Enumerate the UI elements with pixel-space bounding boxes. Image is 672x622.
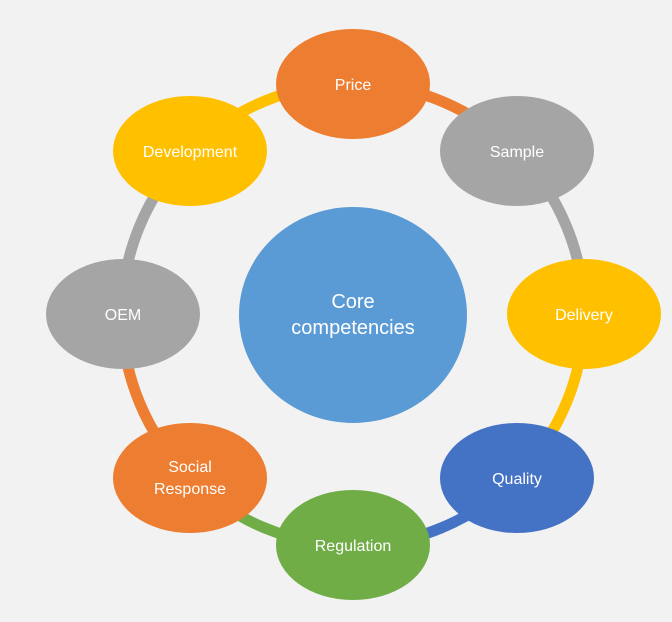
center-ellipse: [239, 207, 467, 423]
node-oem-label: OEM: [105, 307, 141, 324]
node-oem: OEM: [46, 259, 200, 369]
node-sample-ellipse: [440, 96, 594, 206]
node-sample-label: Sample: [490, 144, 544, 161]
node-sample: Sample: [440, 96, 594, 206]
node-regulation-label: Regulation: [315, 538, 392, 555]
center-label-line2: competencies: [291, 317, 414, 339]
node-regulation-ellipse: [276, 490, 430, 600]
node-quality-label: Quality: [492, 471, 542, 488]
node-social-response: Social Response: [113, 423, 267, 533]
node-quality: Quality: [440, 423, 594, 533]
node-delivery: Delivery: [507, 259, 661, 369]
node-social-response-label-line1: Social: [168, 459, 212, 476]
node-delivery-label: Delivery: [555, 307, 613, 324]
center-node: Core competencies: [239, 207, 467, 423]
node-social-response-label-line2: Response: [154, 481, 226, 498]
node-oem-ellipse: [46, 259, 200, 369]
node-development-label: Development: [143, 144, 238, 161]
node-social-response-ellipse: [113, 423, 267, 533]
node-price-ellipse: [276, 29, 430, 139]
node-development: Development: [113, 96, 267, 206]
node-price-label: Price: [335, 77, 372, 94]
center-label-line1: Core: [331, 291, 374, 313]
node-regulation: Regulation: [276, 490, 430, 600]
node-quality-ellipse: [440, 423, 594, 533]
node-price: Price: [276, 29, 430, 139]
node-delivery-ellipse: [507, 259, 661, 369]
node-development-ellipse: [113, 96, 267, 206]
